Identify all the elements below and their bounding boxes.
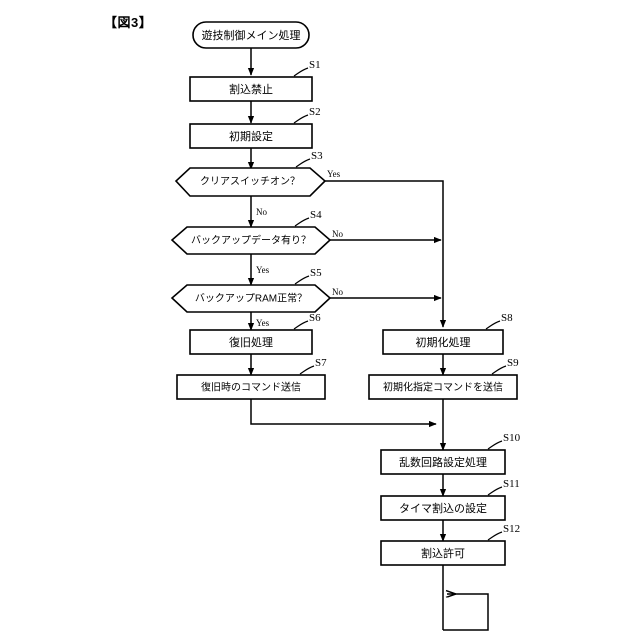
s12-step-label: S12 bbox=[503, 523, 520, 535]
step-marker-s12: S12 bbox=[487, 523, 520, 541]
start-node-shape bbox=[192, 21, 310, 49]
s5-step-label: S5 bbox=[310, 267, 322, 279]
s3-label: クリアスイッチオン？ bbox=[200, 176, 300, 188]
s2-shape bbox=[189, 123, 313, 149]
node-s10[interactable]: 乱数回路設定処理 bbox=[380, 449, 506, 475]
s5-shape bbox=[170, 284, 332, 313]
branch-label-s5-yes: Yes bbox=[256, 318, 270, 328]
node-s1[interactable]: 割込禁止 bbox=[189, 76, 313, 102]
s3-step-label: S3 bbox=[311, 150, 323, 162]
s11-label: タイマ割込の設定 bbox=[399, 501, 487, 515]
s8-label: 初期化処理 bbox=[416, 335, 471, 349]
s9-label: 初期化指定コマンドを送信 bbox=[383, 381, 503, 394]
s6-step-label: S6 bbox=[309, 312, 321, 324]
loop-back-path bbox=[443, 594, 489, 631]
step-marker-s9: S9 bbox=[491, 357, 519, 375]
node-s7[interactable]: 復旧時のコマンド送信 bbox=[176, 374, 326, 400]
s6-label: 復旧処理 bbox=[229, 336, 273, 349]
node-s2[interactable]: 初期設定 bbox=[189, 123, 313, 149]
s4-shape bbox=[170, 226, 332, 255]
start-node-label: 遊技制御メイン処理 bbox=[202, 28, 301, 42]
figure-label: 【図3】 bbox=[104, 15, 153, 30]
s1-label: 割込禁止 bbox=[229, 82, 273, 96]
step-marker-s3: S3 bbox=[295, 150, 323, 168]
node-s4[interactable]: バックアップデータ有り？ bbox=[170, 226, 332, 255]
step-marker-s1: S1 bbox=[293, 59, 321, 77]
s4-step-label: S4 bbox=[310, 209, 322, 221]
s6-shape bbox=[189, 329, 313, 355]
node-s12[interactable]: 割込許可 bbox=[380, 540, 506, 566]
node-s9[interactable]: 初期化指定コマンドを送信 bbox=[368, 374, 518, 400]
step-marker-s11: S11 bbox=[487, 478, 520, 496]
connectors bbox=[247, 48, 489, 631]
step-marker-s5: S5 bbox=[294, 267, 322, 285]
branch-label-s5-no: No bbox=[332, 287, 343, 297]
node-s5[interactable]: バックアップRAM正常？ bbox=[170, 284, 332, 313]
s4-label: バックアップデータ有り？ bbox=[191, 234, 311, 247]
step-marker-s8: S8 bbox=[485, 312, 513, 330]
s9-step-label: S9 bbox=[507, 357, 519, 369]
s12-label: 割込許可 bbox=[421, 546, 465, 560]
s1-shape bbox=[189, 76, 313, 102]
step-marker-s7: S7 bbox=[299, 357, 327, 375]
s5-label: バックアップRAM正常？ bbox=[195, 292, 307, 305]
s7-label: 復旧時のコマンド送信 bbox=[201, 381, 301, 394]
node-s3[interactable]: クリアスイッチオン？ bbox=[174, 167, 327, 197]
edge-s3-yes-to-s8 bbox=[325, 180, 447, 328]
s10-shape bbox=[380, 449, 506, 475]
s2-label: 初期設定 bbox=[229, 129, 273, 143]
step-marker-s2: S2 bbox=[293, 106, 321, 124]
s8-shape bbox=[382, 329, 504, 355]
s12-shape bbox=[380, 540, 506, 566]
s11-shape bbox=[380, 495, 506, 521]
node-s6[interactable]: 復旧処理 bbox=[189, 329, 313, 355]
step-marker-s4: S4 bbox=[294, 209, 322, 227]
step-marker-s10: S10 bbox=[487, 432, 521, 450]
branch-label-s3-no: No bbox=[256, 207, 267, 217]
s11-step-label: S11 bbox=[503, 478, 520, 490]
branch-label-s3-yes: Yes bbox=[327, 169, 341, 179]
s7-step-label: S7 bbox=[315, 357, 327, 369]
node-s8[interactable]: 初期化処理 bbox=[382, 329, 504, 355]
s10-label: 乱数回路設定処理 bbox=[399, 455, 487, 469]
edge-s7-to-s10 bbox=[250, 398, 437, 428]
node-start[interactable]: 遊技制御メイン処理 bbox=[192, 21, 310, 49]
step-marker-s6: S6 bbox=[293, 312, 321, 330]
s3-shape bbox=[174, 167, 327, 197]
s7-shape bbox=[176, 374, 326, 400]
s10-step-label: S10 bbox=[503, 432, 521, 444]
s1-step-label: S1 bbox=[309, 59, 321, 71]
s9-shape bbox=[368, 374, 518, 400]
s2-step-label: S2 bbox=[309, 106, 321, 118]
branch-label-s4-no: No bbox=[332, 229, 343, 239]
branch-labels: Yes No No Yes No Yes bbox=[256, 169, 343, 328]
node-s11[interactable]: タイマ割込の設定 bbox=[380, 495, 506, 521]
s8-step-label: S8 bbox=[501, 312, 513, 324]
branch-label-s4-yes: Yes bbox=[256, 265, 270, 275]
